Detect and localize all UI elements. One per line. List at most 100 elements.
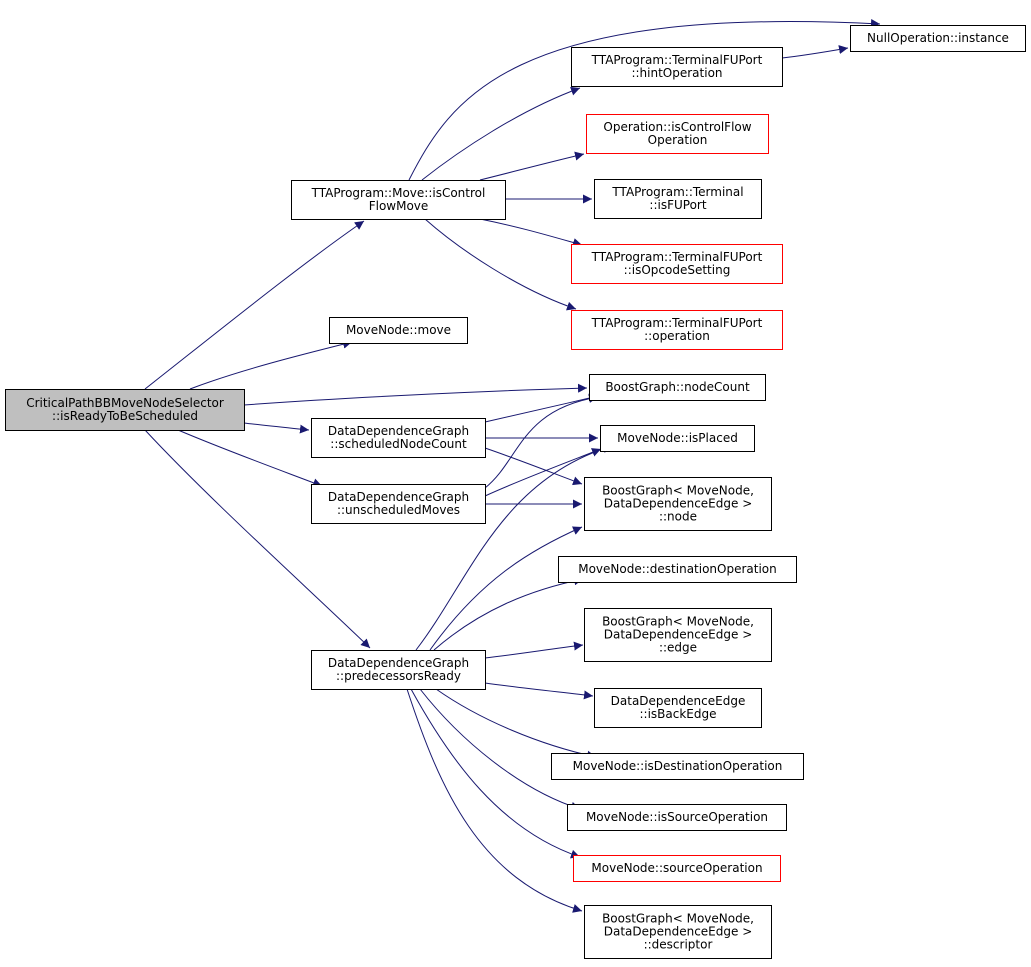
- node-label-line: ::scheduledNodeCount: [330, 437, 467, 451]
- node-nullOpInstance[interactable]: NullOperation::instance: [850, 25, 1026, 52]
- node-box: [311, 484, 486, 524]
- node-destinationOperation[interactable]: MoveNode::destinationOperation: [558, 556, 797, 583]
- node-box: [558, 556, 797, 583]
- node-isBackEdge[interactable]: DataDependenceEdge::isBackEdge: [594, 688, 762, 728]
- edge-scheduledNodeCount-to-nodeCount: [484, 393, 599, 423]
- node-label-line: BoostGraph< MoveNode,: [602, 615, 754, 629]
- node-isSourceOperation[interactable]: MoveNode::isSourceOperation: [567, 804, 787, 831]
- node-label-line: TTAProgram::Terminal: [611, 185, 743, 199]
- node-label-line: MoveNode::isPlaced: [617, 431, 738, 445]
- node-moveNodeMove[interactable]: MoveNode::move: [329, 317, 468, 344]
- node-label-line: FlowMove: [369, 199, 429, 213]
- node-hintOperation[interactable]: TTAProgram::TerminalFUPort::hintOperatio…: [571, 47, 783, 87]
- edge-predecessorsReady-to-isSourceOperation: [419, 688, 581, 811]
- node-label-line: BoostGraph< MoveNode,: [602, 484, 754, 498]
- node-box: [584, 905, 772, 959]
- node-label-line: BoostGraph< MoveNode,: [602, 912, 754, 926]
- node-label-line: TTAProgram::TerminalFUPort: [591, 316, 763, 330]
- node-box: [311, 650, 486, 690]
- node-unscheduledMoves[interactable]: DataDependenceGraph::unscheduledMoves: [311, 484, 486, 524]
- node-box: [594, 688, 762, 728]
- node-label-line: DataDependenceEdge >: [604, 497, 753, 511]
- node-label-line: MoveNode::isDestinationOperation: [573, 759, 783, 773]
- node-sourceOperation[interactable]: MoveNode::sourceOperation: [573, 855, 781, 882]
- edge-isControlFlowMove-to-fuPortOperation: [424, 218, 577, 311]
- node-label-line: DataDependenceEdge >: [604, 628, 753, 642]
- node-box: [571, 47, 783, 87]
- node-label-line: NullOperation::instance: [867, 31, 1009, 45]
- edge-isControlFlowMove-to-hintOperation: [421, 86, 581, 181]
- node-label-line: ::unscheduledMoves: [337, 503, 460, 517]
- node-label-line: ::isReadyToBeScheduled: [52, 409, 198, 423]
- edge-isControlFlowMove-to-isOpcodeSetting: [479, 218, 583, 247]
- edge-scheduledNodeCount-to-bgNode: [484, 447, 583, 486]
- edge-unscheduledMoves-to-nodeCount: [484, 394, 599, 489]
- node-label-line: ::isBackEdge: [639, 707, 716, 721]
- node-box: [311, 418, 486, 458]
- node-root[interactable]: CriticalPathBBMoveNodeSelector::isReadyT…: [5, 389, 245, 431]
- node-scheduledNodeCount[interactable]: DataDependenceGraph::scheduledNodeCount: [311, 418, 486, 458]
- nodes: CriticalPathBBMoveNodeSelector::isReadyT…: [5, 25, 1026, 959]
- node-box: [571, 244, 783, 284]
- node-box: [584, 477, 772, 531]
- node-terminalIsFUPort[interactable]: TTAProgram::Terminal::isFUPort: [594, 179, 762, 219]
- edge-predecessorsReady-to-bgEdge: [484, 641, 584, 659]
- node-box: [584, 608, 772, 662]
- node-label-line: DataDependenceEdge >: [604, 925, 753, 939]
- node-box: [850, 25, 1026, 52]
- edge-hintOperation-to-nullOpInstance: [781, 45, 849, 59]
- node-nodeCount[interactable]: BoostGraph::nodeCount: [589, 374, 766, 401]
- node-label-line: MoveNode::sourceOperation: [591, 861, 762, 875]
- node-bgDescriptor[interactable]: BoostGraph< MoveNode,DataDependenceEdge …: [584, 905, 772, 959]
- node-label-line: ::edge: [659, 641, 697, 655]
- edge-predecessorsReady-to-isDestinationOperation: [435, 688, 597, 760]
- edge-root-to-predecessorsReady: [144, 429, 371, 649]
- node-fuPortOperation[interactable]: TTAProgram::TerminalFUPort::operation: [571, 310, 783, 350]
- edge-root-to-scheduledNodeCount: [243, 422, 310, 434]
- node-label-line: TTAProgram::Move::isControl: [311, 186, 486, 200]
- node-box: [600, 425, 755, 452]
- node-label-line: CriticalPathBBMoveNodeSelector: [26, 396, 224, 410]
- node-label-line: MoveNode::isSourceOperation: [586, 810, 768, 824]
- node-box: [329, 317, 468, 344]
- node-label-line: ::descriptor: [644, 938, 713, 952]
- node-label-line: ::node: [659, 510, 697, 524]
- node-label-line: DataDependenceGraph: [328, 424, 469, 438]
- node-box: [567, 804, 787, 831]
- node-label-line: TTAProgram::TerminalFUPort: [591, 250, 763, 264]
- edge-root-to-nodeCount: [243, 383, 588, 406]
- node-isOpcodeSetting[interactable]: TTAProgram::TerminalFUPort::isOpcodeSett…: [571, 244, 783, 284]
- node-label-line: ::predecessorsReady: [336, 669, 461, 683]
- node-label-line: Operation: [648, 133, 708, 147]
- edge-predecessorsReady-to-sourceOperation: [410, 688, 581, 859]
- node-box: [291, 180, 506, 220]
- node-label-line: DataDependenceGraph: [328, 656, 469, 670]
- edge-root-to-moveNodeMove: [189, 339, 353, 390]
- node-label-line: ::operation: [644, 329, 710, 343]
- node-label-line: BoostGraph::nodeCount: [605, 380, 750, 394]
- node-isPlaced[interactable]: MoveNode::isPlaced: [600, 425, 755, 452]
- node-isDestinationOperation[interactable]: MoveNode::isDestinationOperation: [551, 753, 804, 780]
- node-label-line: ::isFUPort: [649, 198, 706, 212]
- node-label-line: ::hintOperation: [631, 66, 722, 80]
- node-box: [573, 855, 781, 882]
- node-box: [586, 114, 769, 154]
- node-box: [551, 753, 804, 780]
- node-bgEdge[interactable]: BoostGraph< MoveNode,DataDependenceEdge …: [584, 608, 772, 662]
- node-label-line: DataDependenceGraph: [328, 490, 469, 504]
- edge-predecessorsReady-to-bgDescriptor: [406, 688, 583, 913]
- node-box: [589, 374, 766, 401]
- node-box: [571, 310, 783, 350]
- edge-root-to-unscheduledMoves: [177, 429, 323, 488]
- edge-root-to-isControlFlowMove: [144, 220, 365, 390]
- node-predecessorsReady[interactable]: DataDependenceGraph::predecessorsReady: [311, 650, 486, 690]
- node-label-line: MoveNode::move: [346, 323, 451, 337]
- edge-isControlFlowMove-to-opIsControlFlow: [479, 151, 585, 181]
- node-label-line: Operation::isControlFlow: [603, 120, 751, 134]
- node-label-line: TTAProgram::TerminalFUPort: [591, 53, 763, 67]
- node-box: [5, 389, 245, 431]
- node-bgNode[interactable]: BoostGraph< MoveNode,DataDependenceEdge …: [584, 477, 772, 531]
